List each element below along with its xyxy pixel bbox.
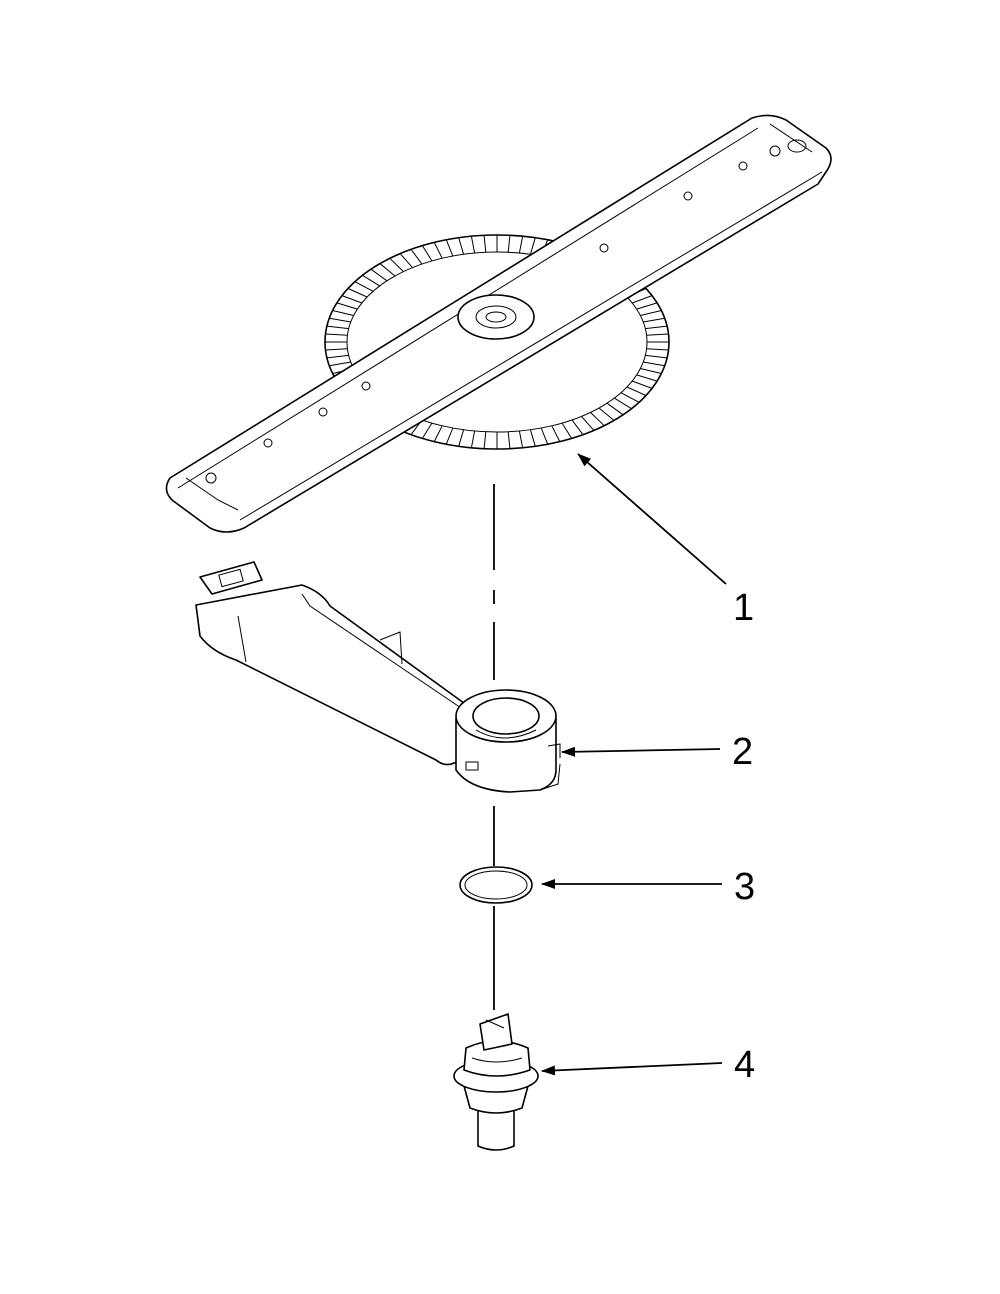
gear-tooth [326,354,349,359]
gear-tooth [540,427,549,445]
gear-tooth [433,425,443,442]
gear-tooth [646,348,669,351]
gear-tooth [640,368,662,374]
leader-line-1 [577,453,727,585]
gear-tooth [518,430,524,448]
gear-tooth [470,236,476,254]
callout-number-2: 2 [732,731,753,773]
gear-tooth [507,431,511,449]
gear-tooth [551,425,561,442]
gear-tooth [581,416,595,431]
gear-tooth [636,374,658,382]
gear-tooth [445,427,454,445]
gear-tooth [399,253,413,268]
gear-tooth [341,295,363,304]
gear-tooth [631,295,653,304]
gear-tooth [631,380,653,389]
gear-tooth [329,361,351,367]
gear-tooth [636,302,658,310]
gear-tooth [529,237,536,255]
bearing-hub-part [453,1013,539,1151]
gear-tooth [614,397,632,410]
gear-tooth [370,268,388,282]
gear-tooth [626,386,647,396]
gear-tooth [483,431,487,449]
gear-tooth [347,288,368,298]
gear-tooth [332,310,354,316]
spray-arm-part [165,114,832,533]
gear-tooth [433,242,443,259]
gear-tooth [561,422,573,439]
gear-tooth [640,310,662,316]
manifold-part [195,561,561,793]
gear-tooth [529,429,536,447]
gear-tooth [483,235,487,253]
gear-tooth [362,274,380,287]
gear-tooth [645,354,668,359]
spray-holes [205,139,807,484]
leader-line-2 [561,746,721,757]
gear-tooth [445,239,454,257]
manifold-tube [195,584,469,766]
gear-tooth [379,263,396,277]
gear-tooth [620,392,640,403]
gear-tooth [421,422,433,439]
callout-number-1: 1 [733,587,754,629]
callout-number-4: 4 [734,1044,755,1086]
gear-tooth [325,348,348,351]
gear-tooth [643,317,665,323]
o-ring-part [459,866,533,904]
gear-tooth [507,235,511,253]
gear-tooth [329,317,351,323]
gear-tooth [590,412,605,427]
gear-tooth [421,245,433,262]
gear-tooth [645,325,668,330]
callout-number-3: 3 [734,866,755,908]
gear-tooth [325,333,348,336]
gear-tooth [410,249,423,265]
gear-tooth [571,419,584,435]
gear-tooth [598,407,615,421]
gear-tooth [326,325,349,330]
gear-tooth [643,361,665,367]
gear-tooth [336,302,358,310]
gear-tooth [646,333,669,336]
gear-tooth [458,237,465,255]
leader-lines [541,453,727,1076]
gear-tooth [389,257,404,272]
spray-arm-hub [457,294,535,340]
gear-tooth [458,429,465,447]
gear-tooth [606,402,624,416]
gear-tooth [354,281,374,292]
gear-tooth [518,236,524,254]
leader-line-4 [541,1062,723,1076]
gear-tooth [470,430,476,448]
